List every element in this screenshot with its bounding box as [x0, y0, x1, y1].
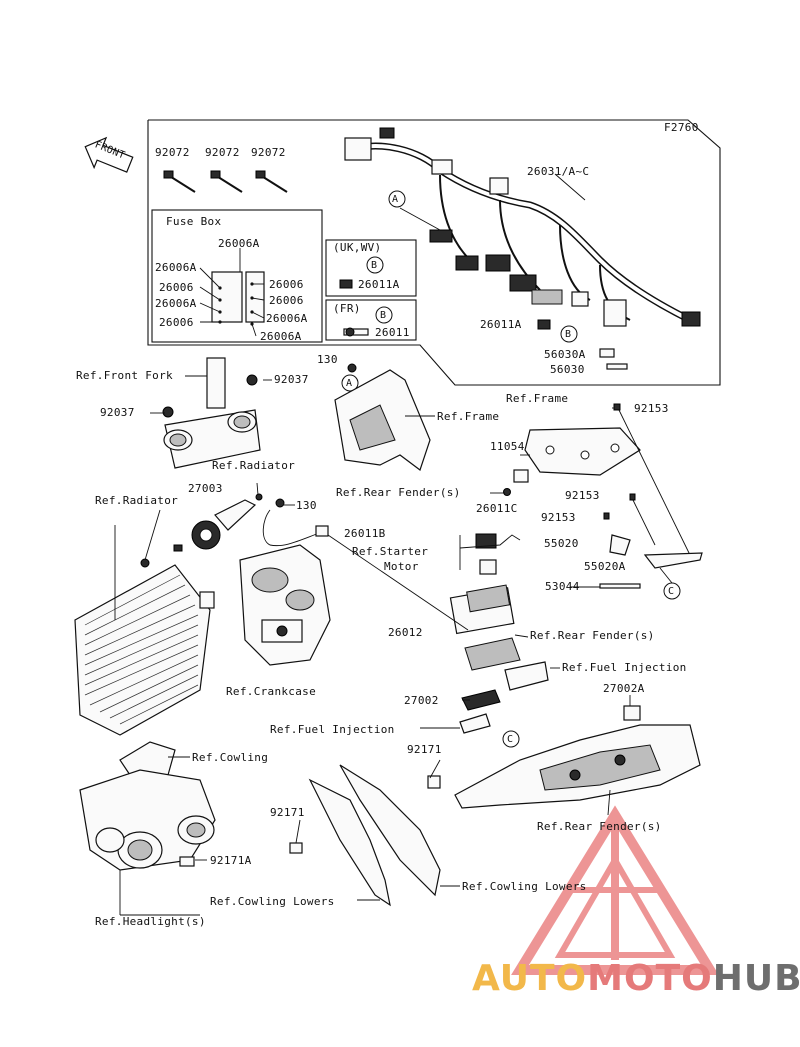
fuse-26006-right-2: 26006 — [269, 294, 304, 307]
circle-label-a-1: A — [392, 194, 399, 205]
rear-frame-bracket-icon — [503, 427, 641, 496]
ref-rear-fender-2: Ref.Rear Fender(s) — [530, 629, 655, 642]
circle-label-c-2: C — [507, 734, 514, 745]
uk-wv-frame — [325, 239, 417, 297]
part-53044: 53044 — [545, 580, 580, 593]
fuse-26006-left-1: 26006 — [159, 281, 194, 294]
ref-rear-fender-1: Ref.Rear Fender(s) — [336, 486, 461, 499]
crankcase-icon — [239, 544, 331, 666]
ref-headlights: Ref.Headlight(s) — [95, 915, 206, 928]
headlight-icon — [95, 815, 215, 869]
fuse-26006a-top: 26006A — [218, 237, 260, 250]
fuse-26006a-left-2: 26006A — [155, 297, 197, 310]
front-arrow-icon — [84, 136, 134, 173]
ref-starter-label-2: Motor — [384, 560, 419, 573]
region-fr: (FR) — [333, 302, 361, 315]
circle-label-c-1: C — [668, 586, 675, 597]
cowling-lowers-icon — [289, 764, 441, 907]
watermark-part-1: AUTO — [472, 958, 588, 999]
ref-fuel-injection-2: Ref.Fuel Injection — [270, 723, 395, 736]
starter-relay-icon — [449, 533, 521, 635]
radiator-bracket-icon — [140, 493, 263, 568]
fuse-26006a-right-2: 26006A — [260, 330, 302, 343]
part-27002a: 27002A — [603, 682, 645, 695]
fuse-26006a-right-1: 26006A — [266, 312, 308, 325]
connector-26011-icons — [339, 279, 369, 337]
figure-code: F2760 — [664, 121, 699, 134]
rear-fender-icon — [454, 724, 701, 816]
part-26011a: 26011A — [480, 318, 522, 331]
frame-section-icon — [334, 363, 431, 471]
front-fork-icon — [162, 357, 261, 469]
part-26011b: 26011B — [344, 527, 386, 540]
ref-radiator-2: Ref.Radiator — [95, 494, 179, 507]
part-26012: 26012 — [388, 626, 423, 639]
part-26011-fr: 26011 — [375, 326, 410, 339]
watermark-text: AUTOMOTOHUB — [472, 958, 800, 999]
ref-cowling: Ref.Cowling — [192, 751, 269, 764]
part-56030a: 56030A — [544, 348, 586, 361]
ref-fuel-injection-1: Ref.Fuel Injection — [562, 661, 687, 674]
fuse-box-title: Fuse Box — [166, 215, 222, 228]
fuse-26006-right-1: 26006 — [269, 278, 304, 291]
bracket-55020-icons — [599, 403, 703, 589]
part-92072-1: 92072 — [155, 146, 190, 159]
part-11054: 11054 — [490, 440, 525, 453]
part-26011a-uk: 26011A — [358, 278, 400, 291]
region-uk-wv: (UK,WV) — [333, 241, 382, 254]
watermark-logo — [511, 805, 719, 975]
part-55020a: 55020A — [584, 560, 626, 573]
part-92072-2: 92072 — [205, 146, 240, 159]
fuse-box-icon — [199, 248, 265, 337]
part-92037-right: 92037 — [274, 373, 309, 386]
part-130-top: 130 — [317, 353, 338, 366]
part-92153-2: 92153 — [565, 489, 600, 502]
part-26031: 26031/A~C — [527, 165, 590, 178]
ref-crankcase: Ref.Crankcase — [226, 685, 316, 698]
part-27002: 27002 — [404, 694, 439, 707]
part-92171-a: 92171 — [407, 743, 442, 756]
ref-frame-1: Ref.Frame — [506, 392, 569, 405]
circle-markers — [341, 190, 681, 748]
part-55020: 55020 — [544, 537, 579, 550]
watermark-part-2: MOTO — [587, 958, 713, 999]
fuse-26006-left-2: 26006 — [159, 316, 194, 329]
fr-frame — [325, 299, 417, 341]
part-92153-3: 92153 — [541, 511, 576, 524]
circle-label-a-2: A — [346, 378, 353, 389]
part-92072-3: 92072 — [251, 146, 286, 159]
ref-cowling-lowers-1: Ref.Cowling Lowers — [462, 880, 587, 893]
part-92037-left: 92037 — [100, 406, 135, 419]
fuel-injection-parts-icon — [459, 637, 641, 734]
wire-26011b-icon — [262, 498, 469, 631]
part-56030: 56030 — [550, 363, 585, 376]
part-92171-b: 92171 — [270, 806, 305, 819]
circle-label-b-2: B — [380, 310, 387, 321]
part-27003: 27003 — [188, 482, 223, 495]
fuse-26006a-left-1: 26006A — [155, 261, 197, 274]
watermark-part-3: HUB — [712, 958, 800, 999]
ref-radiator-1: Ref.Radiator — [212, 459, 296, 472]
ref-frame-2: Ref.Frame — [437, 410, 500, 423]
ref-cowling-lowers-2: Ref.Cowling Lowers — [210, 895, 335, 908]
part-92153-1: 92153 — [634, 402, 669, 415]
part-130-mid: 130 — [296, 499, 317, 512]
clip-92072-icons — [163, 170, 288, 193]
part-26011c: 26011C — [476, 502, 518, 515]
ref-starter-label-1: Ref.Starter — [352, 545, 429, 558]
radiator-icon — [74, 564, 215, 736]
harness-frame — [147, 119, 721, 386]
leader-lines — [114, 375, 631, 916]
fuse-box-frame — [151, 209, 323, 343]
part-92171a: 92171A — [210, 854, 252, 867]
ref-rear-fender-3: Ref.Rear Fender(s) — [537, 820, 662, 833]
circle-label-b-3: B — [565, 329, 572, 340]
ref-front-fork: Ref.Front Fork — [76, 369, 173, 382]
circle-label-b-1: B — [371, 260, 378, 271]
wiring-harness-icon — [344, 127, 701, 370]
